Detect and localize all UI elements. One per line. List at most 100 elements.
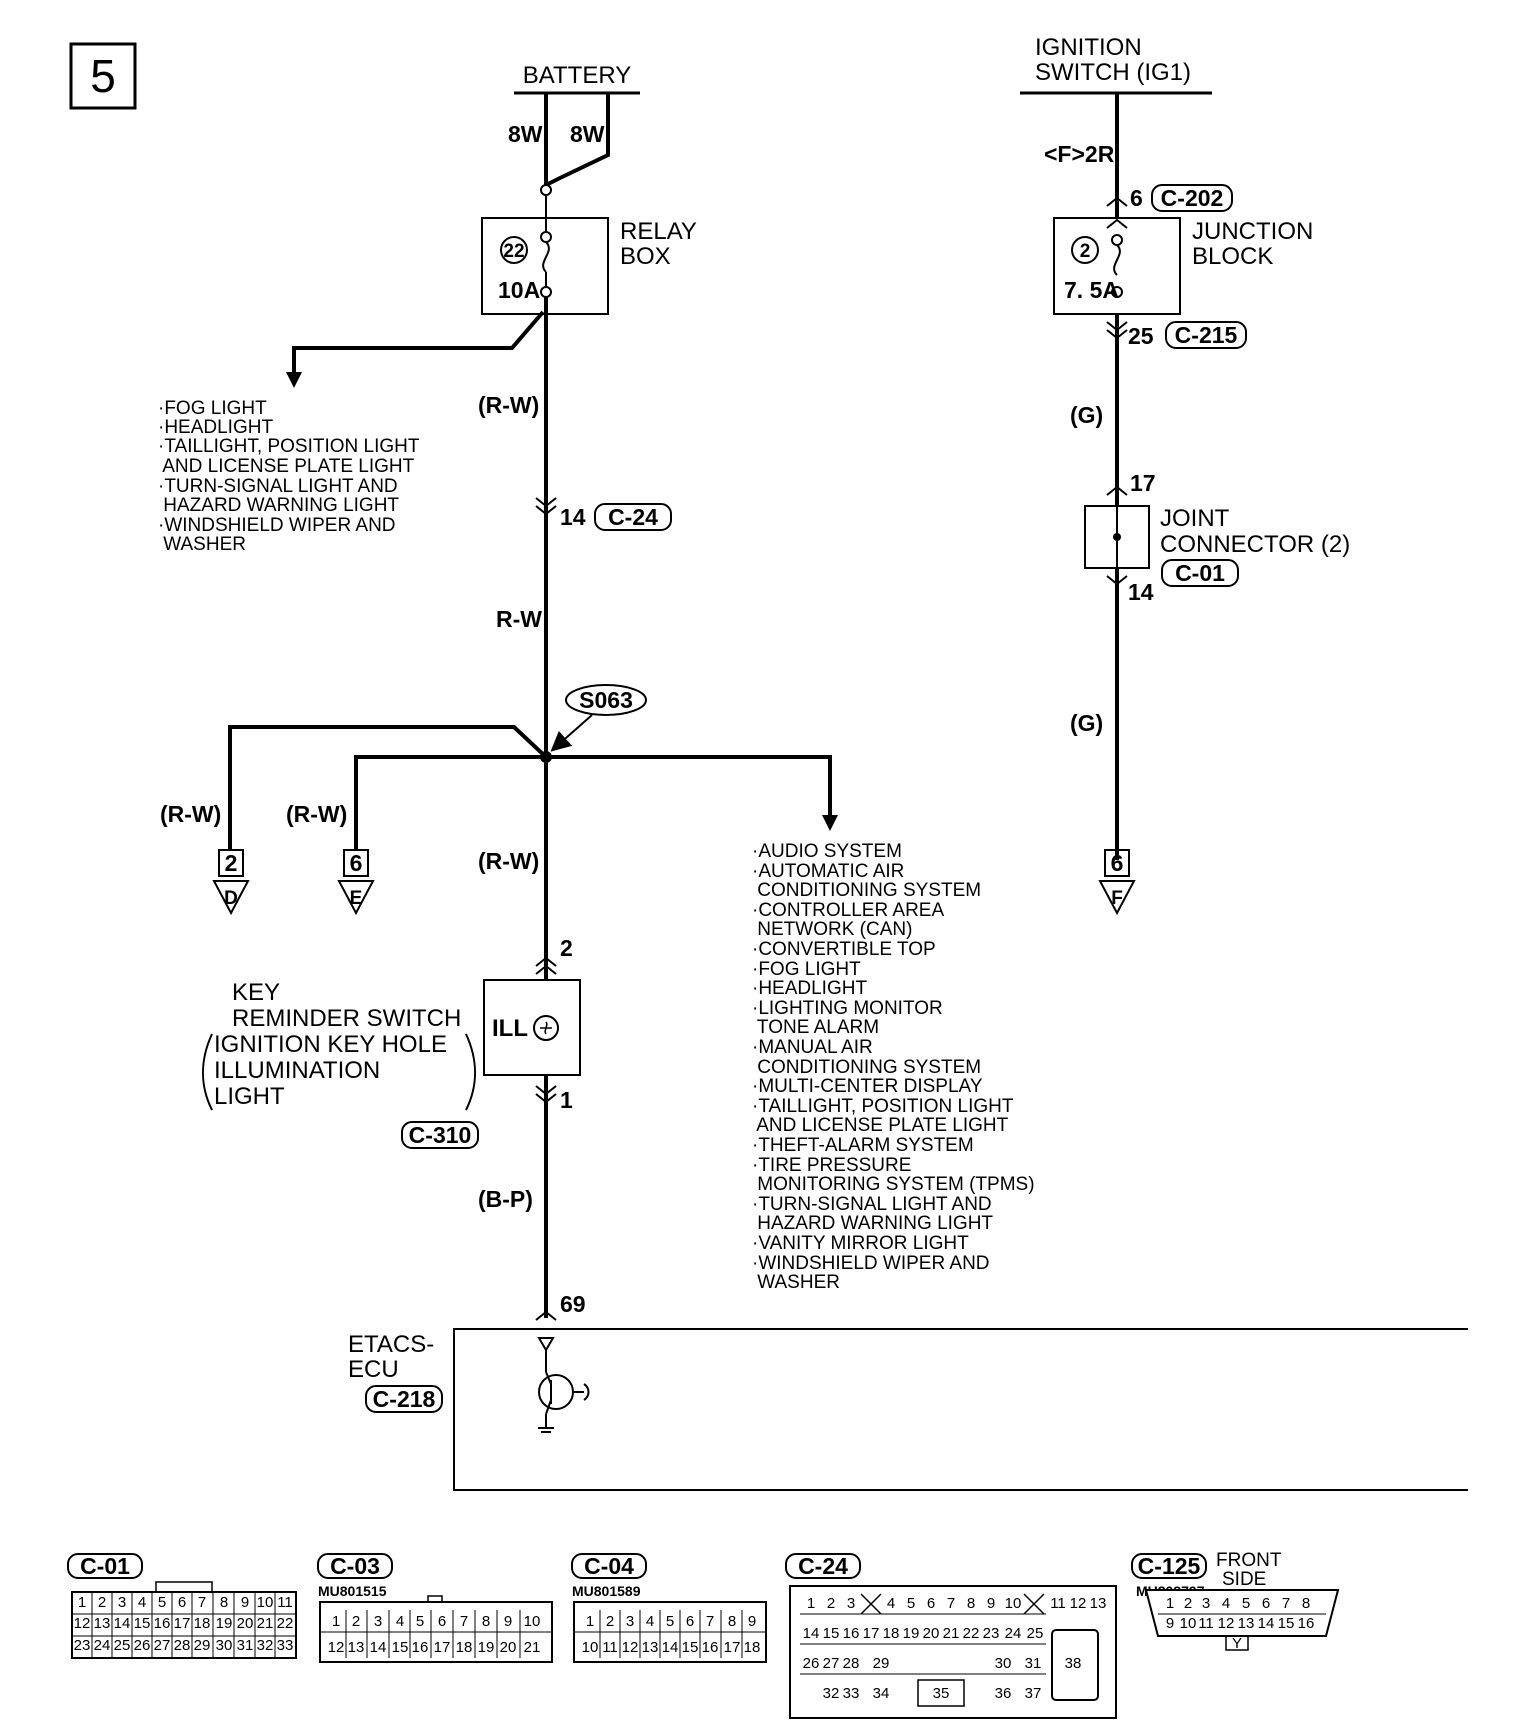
svg-text:17: 17 <box>863 1625 880 1642</box>
system-item: ·LIGHTING MONITOR <box>752 998 943 1019</box>
system-item: ·THEFT-ALARM SYSTEM <box>752 1135 974 1156</box>
svg-text:1: 1 <box>807 1595 815 1612</box>
svg-text:8: 8 <box>728 1613 736 1630</box>
pin: 5 <box>158 1594 166 1611</box>
fog-item: HAZARD WARNING LIGHT <box>158 495 399 516</box>
pin: 28 <box>174 1637 191 1654</box>
svg-text:1: 1 <box>332 1613 340 1630</box>
system-item: ·VANITY MIRROR LIGHT <box>752 1233 969 1254</box>
junction-block-label-1: JUNCTION <box>1192 218 1313 245</box>
system-item: CONDITIONING SYSTEM <box>752 1057 981 1078</box>
pin: 23 <box>74 1637 91 1654</box>
pin: 10 <box>257 1594 274 1611</box>
ignition-wire-g-2: (G) <box>1070 710 1103 736</box>
pin: 13 <box>94 1615 111 1632</box>
svg-text:4: 4 <box>1222 1595 1230 1612</box>
system-item: ·CONVERTIBLE TOP <box>752 939 936 960</box>
svg-text:7: 7 <box>460 1613 468 1630</box>
key-switch-line2: REMINDER SWITCH <box>232 1005 461 1032</box>
branch-e-letter: E <box>350 888 363 909</box>
system-item: HAZARD WARNING LIGHT <box>752 1213 993 1234</box>
key-switch-wire-out: (B-P) <box>478 1186 533 1212</box>
key-switch-line1: KEY <box>232 979 280 1006</box>
system-item: ·MANUAL AIR <box>752 1037 873 1058</box>
svg-text:24: 24 <box>1005 1625 1022 1642</box>
svg-text:14: 14 <box>1258 1615 1275 1632</box>
fog-item: AND LICENSE PLATE LIGHT <box>158 456 415 477</box>
pin: 26 <box>134 1637 151 1654</box>
pin: 7 <box>198 1594 206 1611</box>
pin: 31 <box>237 1637 254 1654</box>
pin: 14 <box>114 1615 131 1632</box>
svg-text:9: 9 <box>748 1613 756 1630</box>
branch-f: 6 F <box>1098 849 1136 916</box>
page-number-box: 5 <box>69 42 137 110</box>
pin: 9 <box>241 1594 249 1611</box>
svg-text:14: 14 <box>370 1639 387 1656</box>
fog-item: ·TURN-SIGNAL LIGHT AND <box>158 476 398 497</box>
fog-item: ·HEADLIGHT <box>158 417 273 438</box>
svg-text:13: 13 <box>1238 1615 1255 1632</box>
relay-fuse-rating: 10A <box>498 277 540 303</box>
svg-text:3: 3 <box>626 1613 634 1630</box>
c04-part: MU801589 <box>572 1583 641 1599</box>
c125-note-1: FRONT <box>1216 1550 1282 1571</box>
svg-text:12: 12 <box>622 1639 639 1656</box>
key-reminder-switch: 2 ILL 1 KEY REMINDER SWITCH IGNITION KEY… <box>202 935 581 1212</box>
branch-d: (R-W) 2 D <box>160 801 250 916</box>
svg-text:Y: Y <box>1232 1635 1242 1652</box>
wire-color-rw-1: (R-W) <box>478 392 539 418</box>
svg-text:2: 2 <box>606 1613 614 1630</box>
etacs-line2: ECU <box>348 1356 399 1383</box>
svg-text:5: 5 <box>907 1595 915 1612</box>
svg-text:27: 27 <box>823 1655 840 1672</box>
svg-text:25: 25 <box>1027 1625 1044 1642</box>
svg-text:18: 18 <box>456 1639 473 1656</box>
pin: 33 <box>277 1637 294 1654</box>
svg-text:18: 18 <box>883 1625 900 1642</box>
svg-text:7: 7 <box>947 1595 955 1612</box>
relay-box-label-1: RELAY <box>620 218 697 245</box>
key-switch-pin-bottom: 1 <box>560 1087 573 1113</box>
svg-text:20: 20 <box>500 1639 517 1656</box>
branch-e-pin: 6 <box>350 850 363 876</box>
ignition-pin-in: 6 <box>1130 185 1143 211</box>
relay-box: 22 10A RELAY BOX <box>481 184 697 315</box>
svg-text:19: 19 <box>478 1639 495 1656</box>
etacs-connector: C-218 <box>373 1386 436 1412</box>
svg-text:15: 15 <box>823 1625 840 1642</box>
svg-text:13: 13 <box>1090 1595 1107 1612</box>
system-item: ·AUTOMATIC AIR <box>752 861 904 882</box>
svg-text:34: 34 <box>873 1685 890 1702</box>
svg-text:4: 4 <box>887 1595 895 1612</box>
svg-text:16: 16 <box>702 1639 719 1656</box>
svg-text:2: 2 <box>827 1595 835 1612</box>
c03-id: C-03 <box>330 1553 380 1579</box>
svg-text:22: 22 <box>963 1625 980 1642</box>
svg-text:20: 20 <box>923 1625 940 1642</box>
svg-text:3: 3 <box>1202 1595 1210 1612</box>
svg-text:11: 11 <box>602 1639 618 1656</box>
pin: 25 <box>114 1637 131 1654</box>
key-switch-pin-top: 2 <box>560 935 573 961</box>
pin: 11 <box>277 1594 293 1611</box>
fog-item: ·TAILLIGHT, POSITION LIGHT <box>158 436 420 457</box>
pin: 19 <box>216 1615 233 1632</box>
joint-label-2: CONNECTOR (2) <box>1160 531 1350 558</box>
joint-label-1: JOINT <box>1160 505 1230 532</box>
pin: 12 <box>74 1615 91 1632</box>
svg-text:10: 10 <box>582 1639 599 1656</box>
system-item: ·CONTROLLER AREA <box>752 900 944 921</box>
svg-text:4: 4 <box>646 1613 654 1630</box>
ignition-section: IGNITION SWITCH (IG1) <F>2R 6 C-202 <box>1020 34 1233 860</box>
svg-text:9: 9 <box>504 1613 512 1630</box>
svg-text:2: 2 <box>352 1613 360 1630</box>
wire-color-rw-2: R-W <box>496 606 542 632</box>
splice-label: S063 <box>579 687 633 713</box>
ignition-label-2: SWITCH (IG1) <box>1035 59 1191 86</box>
fog-item: WASHER <box>158 534 246 555</box>
ignition-wire: <F>2R <box>1044 141 1115 167</box>
branch-e-wire: (R-W) <box>286 801 347 827</box>
svg-text:35: 35 <box>933 1685 950 1702</box>
